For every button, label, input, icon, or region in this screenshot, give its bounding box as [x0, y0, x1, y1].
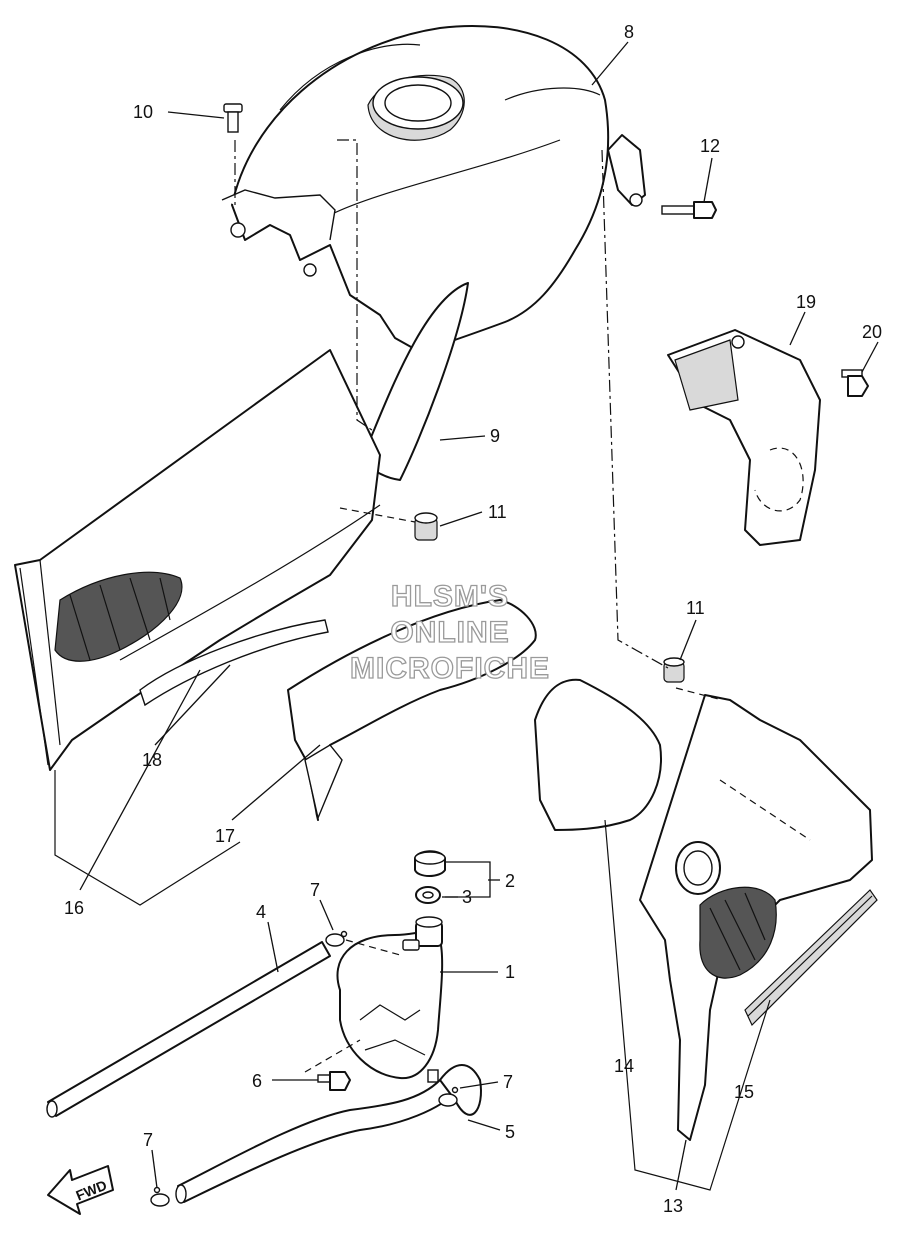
callout-20: 20 [862, 322, 882, 342]
callout-14: 14 [614, 1056, 634, 1076]
callout-11b: 11 [686, 598, 705, 618]
cap-2 [414, 850, 446, 877]
callout-8: 8 [624, 22, 634, 42]
screw-10 [223, 103, 243, 133]
bolt-6 [317, 1071, 351, 1091]
reservoir-tank-1 [336, 916, 444, 1083]
callout-labels: 1 2 3 4 5 6 7 7 7 8 9 10 11 11 12 13 14 … [64, 22, 882, 1216]
callout-19: 19 [796, 292, 816, 312]
callout-2: 2 [505, 871, 515, 891]
right-side-cover-14 [534, 678, 873, 1141]
fwd-arrow-icon: FWD [47, 1165, 114, 1215]
watermark-line-3: MICROFICHE [350, 652, 550, 685]
clamp-7c [150, 1186, 170, 1207]
callout-5: 5 [505, 1122, 515, 1142]
clamp-7b [438, 1086, 459, 1107]
callout-7a: 7 [310, 880, 320, 900]
strip-15 [744, 889, 878, 1027]
watermark-line-1: HLSM'S [391, 580, 509, 613]
watermark-line-2: ONLINE [390, 616, 509, 649]
hose-4 [46, 941, 331, 1118]
callout-7b: 7 [503, 1072, 513, 1092]
callout-16: 16 [64, 898, 84, 918]
callout-6: 6 [252, 1071, 262, 1091]
callout-9: 9 [490, 426, 500, 446]
bolt-12 [661, 201, 717, 219]
washer-3 [415, 886, 441, 904]
callout-15: 15 [734, 1082, 754, 1102]
assembly-lines [54, 139, 771, 1191]
fuel-tank-cover [221, 24, 646, 353]
callout-13: 13 [663, 1196, 683, 1216]
callout-18: 18 [142, 750, 162, 770]
callout-17: 17 [215, 826, 235, 846]
side-panel-17 [287, 599, 537, 821]
callout-10: 10 [133, 102, 153, 122]
callout-1: 1 [505, 962, 515, 982]
leader-lines [79, 41, 879, 1191]
callout-7c: 7 [143, 1130, 153, 1150]
callout-12: 12 [700, 136, 720, 156]
callout-3: 3 [462, 887, 472, 907]
grommet-11-lower [663, 657, 685, 683]
left-side-cover-16 [14, 349, 381, 771]
bolt-20 [841, 369, 869, 397]
pad-9 [361, 282, 469, 481]
watermark: HLSM'S ONLINE MICROFICHE [349, 579, 550, 685]
hose-5 [175, 1064, 482, 1204]
grommet-11-upper [414, 512, 438, 541]
air-duct-19 [667, 329, 821, 546]
clamp-7a [325, 930, 348, 947]
callout-11a: 11 [488, 502, 507, 522]
callout-4: 4 [256, 902, 266, 922]
